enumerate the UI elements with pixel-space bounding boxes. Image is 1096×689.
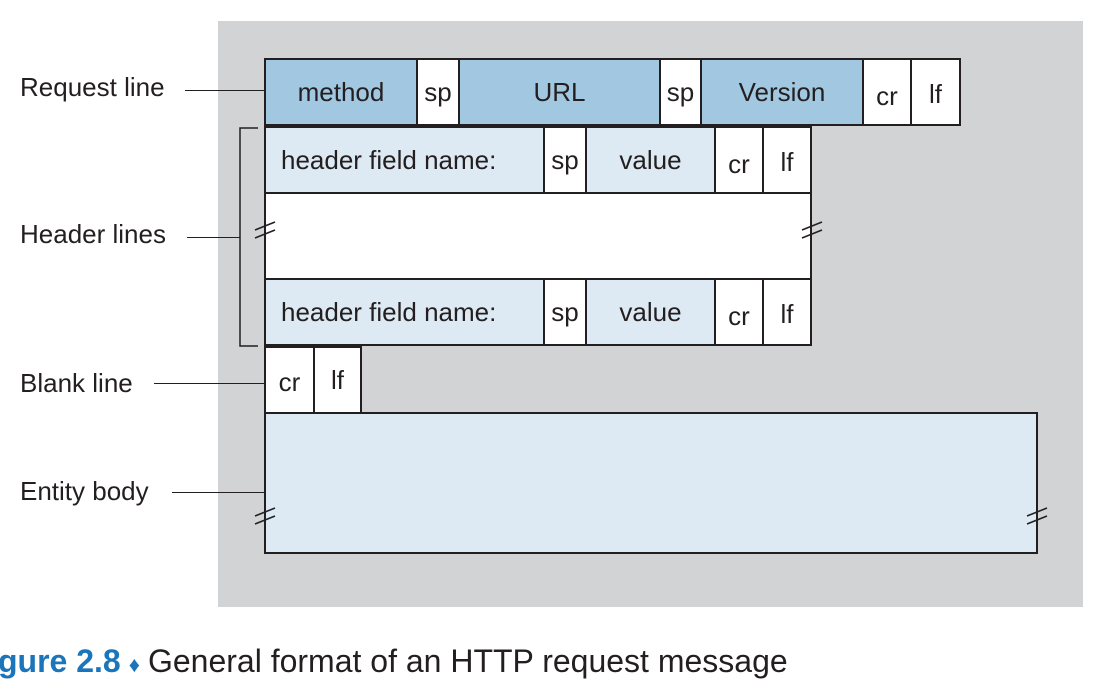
sp-field-1: sp (416, 58, 460, 126)
header-lf-2: lf (762, 278, 812, 346)
header-field-name-1: header field name: (264, 126, 545, 194)
sp-field-2: sp (659, 58, 702, 126)
method-field: method (264, 58, 418, 126)
blank-lf-field: lf (313, 346, 362, 414)
caption-text: General format of an HTTP request messag… (147, 643, 788, 679)
request-line-leader (185, 90, 265, 91)
version-field: Version (700, 58, 864, 126)
entity-body-leader (172, 492, 265, 493)
header-lines-leader (187, 237, 240, 238)
caption-separator-icon: ♦ (128, 652, 140, 677)
blank-line-label: Blank line (20, 368, 133, 398)
header-cr-1: cr (714, 126, 764, 194)
header-lines-label: Header lines (20, 219, 166, 249)
url-field: URL (458, 58, 661, 126)
header-lf-1: lf (762, 126, 812, 194)
cr-field: cr (862, 58, 912, 126)
omitted-header-lines (264, 192, 812, 280)
request-line-label: Request line (20, 72, 165, 102)
entity-body-box (264, 412, 1038, 554)
blank-cr-field: cr (264, 346, 315, 414)
entity-body-label: Entity body (20, 476, 149, 506)
header-value-1: value (585, 126, 716, 194)
lf-field: lf (910, 58, 961, 126)
header-value-2: value (585, 278, 716, 346)
figure-caption: gure 2.8 ♦ General format of an HTTP reque… (0, 641, 788, 685)
figure-number: gure 2.8 (0, 643, 121, 679)
blank-line-leader (154, 383, 265, 384)
header-field-name-2: header field name: (264, 278, 545, 346)
header-sp-2: sp (543, 278, 587, 346)
header-sp-1: sp (543, 126, 587, 194)
header-cr-2: cr (714, 278, 764, 346)
